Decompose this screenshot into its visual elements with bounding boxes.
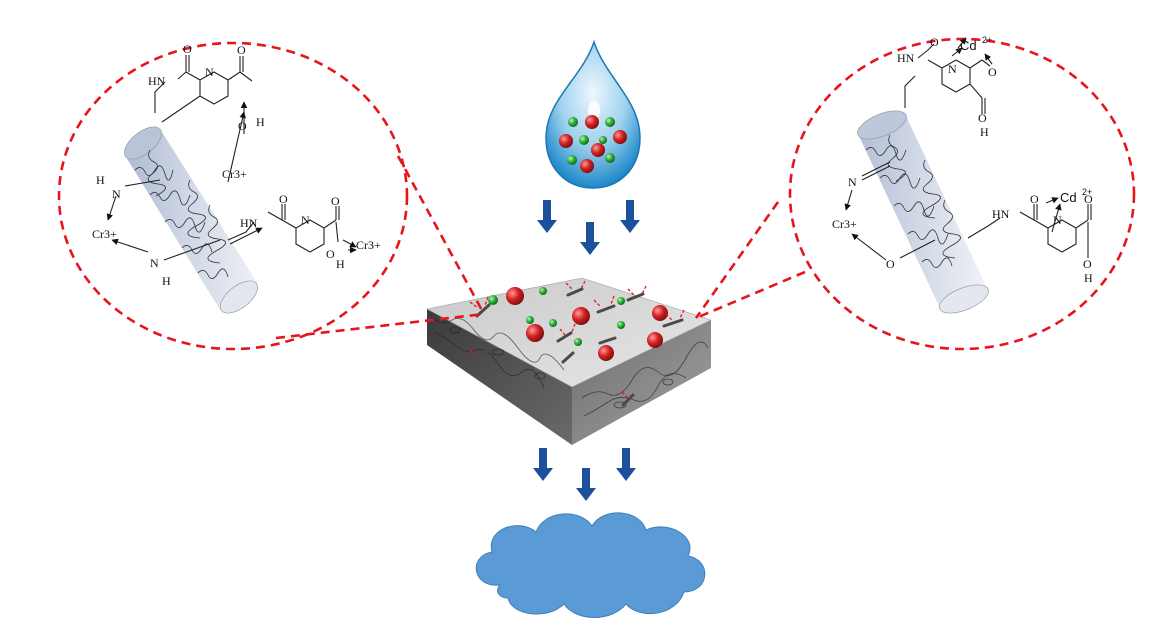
down-arrow-icon (537, 200, 557, 233)
membrane-right-face (572, 320, 711, 445)
right-bonds (844, 37, 1092, 261)
left-acid-oh1: O (238, 119, 247, 133)
drop-ions (559, 115, 627, 173)
callout-connectors (275, 155, 806, 340)
surface-ions (488, 287, 668, 361)
left-amide-mid: HN (240, 216, 258, 230)
right-acid-oh2: O (1083, 257, 1092, 271)
down-arrow-icon (576, 468, 596, 501)
embedded-nanotubes (474, 287, 684, 407)
left-pyridine-n1: N (205, 65, 214, 79)
left-amine-n-top: N (112, 187, 121, 201)
left-bonds (106, 55, 357, 261)
down-arrow-icon (616, 448, 636, 481)
right-metal-c-symbol: Cd (1060, 190, 1077, 205)
down-arrow-icon (580, 222, 600, 255)
left-amine-n-bottom: N (150, 256, 159, 270)
right-metal-c-charge: 2+ (1082, 187, 1092, 197)
clean-water-cloud (475, 512, 706, 618)
down-arrow-icon (533, 448, 553, 481)
right-acid-oh1: O (978, 111, 987, 125)
left-nanotube (124, 126, 258, 314)
right-imine-n: N (848, 175, 857, 189)
left-carbonyl-o2: O (279, 192, 288, 206)
right-acid-h1: H (980, 125, 989, 139)
right-metal-a-charge: 2+ (982, 35, 992, 45)
left-metal-a: Cr3+ (222, 167, 247, 181)
right-amide-top: HN (897, 51, 915, 65)
left-metal-c: Cr3+ (356, 238, 381, 252)
left-metal-b: Cr3+ (92, 227, 117, 241)
flow-arrows-top (537, 200, 640, 255)
right-callout: HN O Cd 2+ N O O H N Cr3+ O HN O Cd 2+ N… (788, 35, 1136, 351)
right-metal-a-symbol: Cd (960, 38, 977, 53)
membrane-slab (426, 277, 712, 445)
left-pyridine-n2: N (301, 213, 310, 227)
right-amide-mid: HN (992, 207, 1010, 221)
right-pyridine-n1: N (948, 62, 957, 76)
right-metal-b: Cr3+ (832, 217, 857, 231)
right-hydroxyl-o: O (886, 257, 895, 271)
left-acid-o2: O (331, 194, 340, 208)
right-acid-h2: H (1084, 271, 1093, 285)
right-carbonyl-o1: O (930, 35, 939, 49)
left-carbonyl-o1: O (183, 42, 192, 56)
membrane-left-face (427, 309, 572, 445)
down-arrow-icon (620, 200, 640, 233)
water-droplet (545, 39, 641, 189)
right-pyridine-n2: N (1053, 213, 1062, 227)
right-acid-o2: O (1084, 192, 1093, 206)
flow-arrows-bottom (533, 448, 636, 501)
left-amine-h-top: H (96, 173, 105, 187)
left-amine-h-bottom: H (162, 274, 171, 288)
left-acid-o1: O (237, 43, 246, 57)
right-nanotube (857, 110, 989, 314)
left-acid-h1: H (256, 115, 265, 129)
left-amide-top: HN (148, 74, 166, 88)
right-acid-o1: O (988, 65, 997, 79)
right-carbonyl-o2: O (1030, 192, 1039, 206)
left-acid-h2: H (336, 257, 345, 271)
left-callout: HN O N O O H Cr3+ H N Cr3+ N H HN O N O … (57, 41, 409, 351)
left-acid-oh2: O (326, 247, 335, 261)
